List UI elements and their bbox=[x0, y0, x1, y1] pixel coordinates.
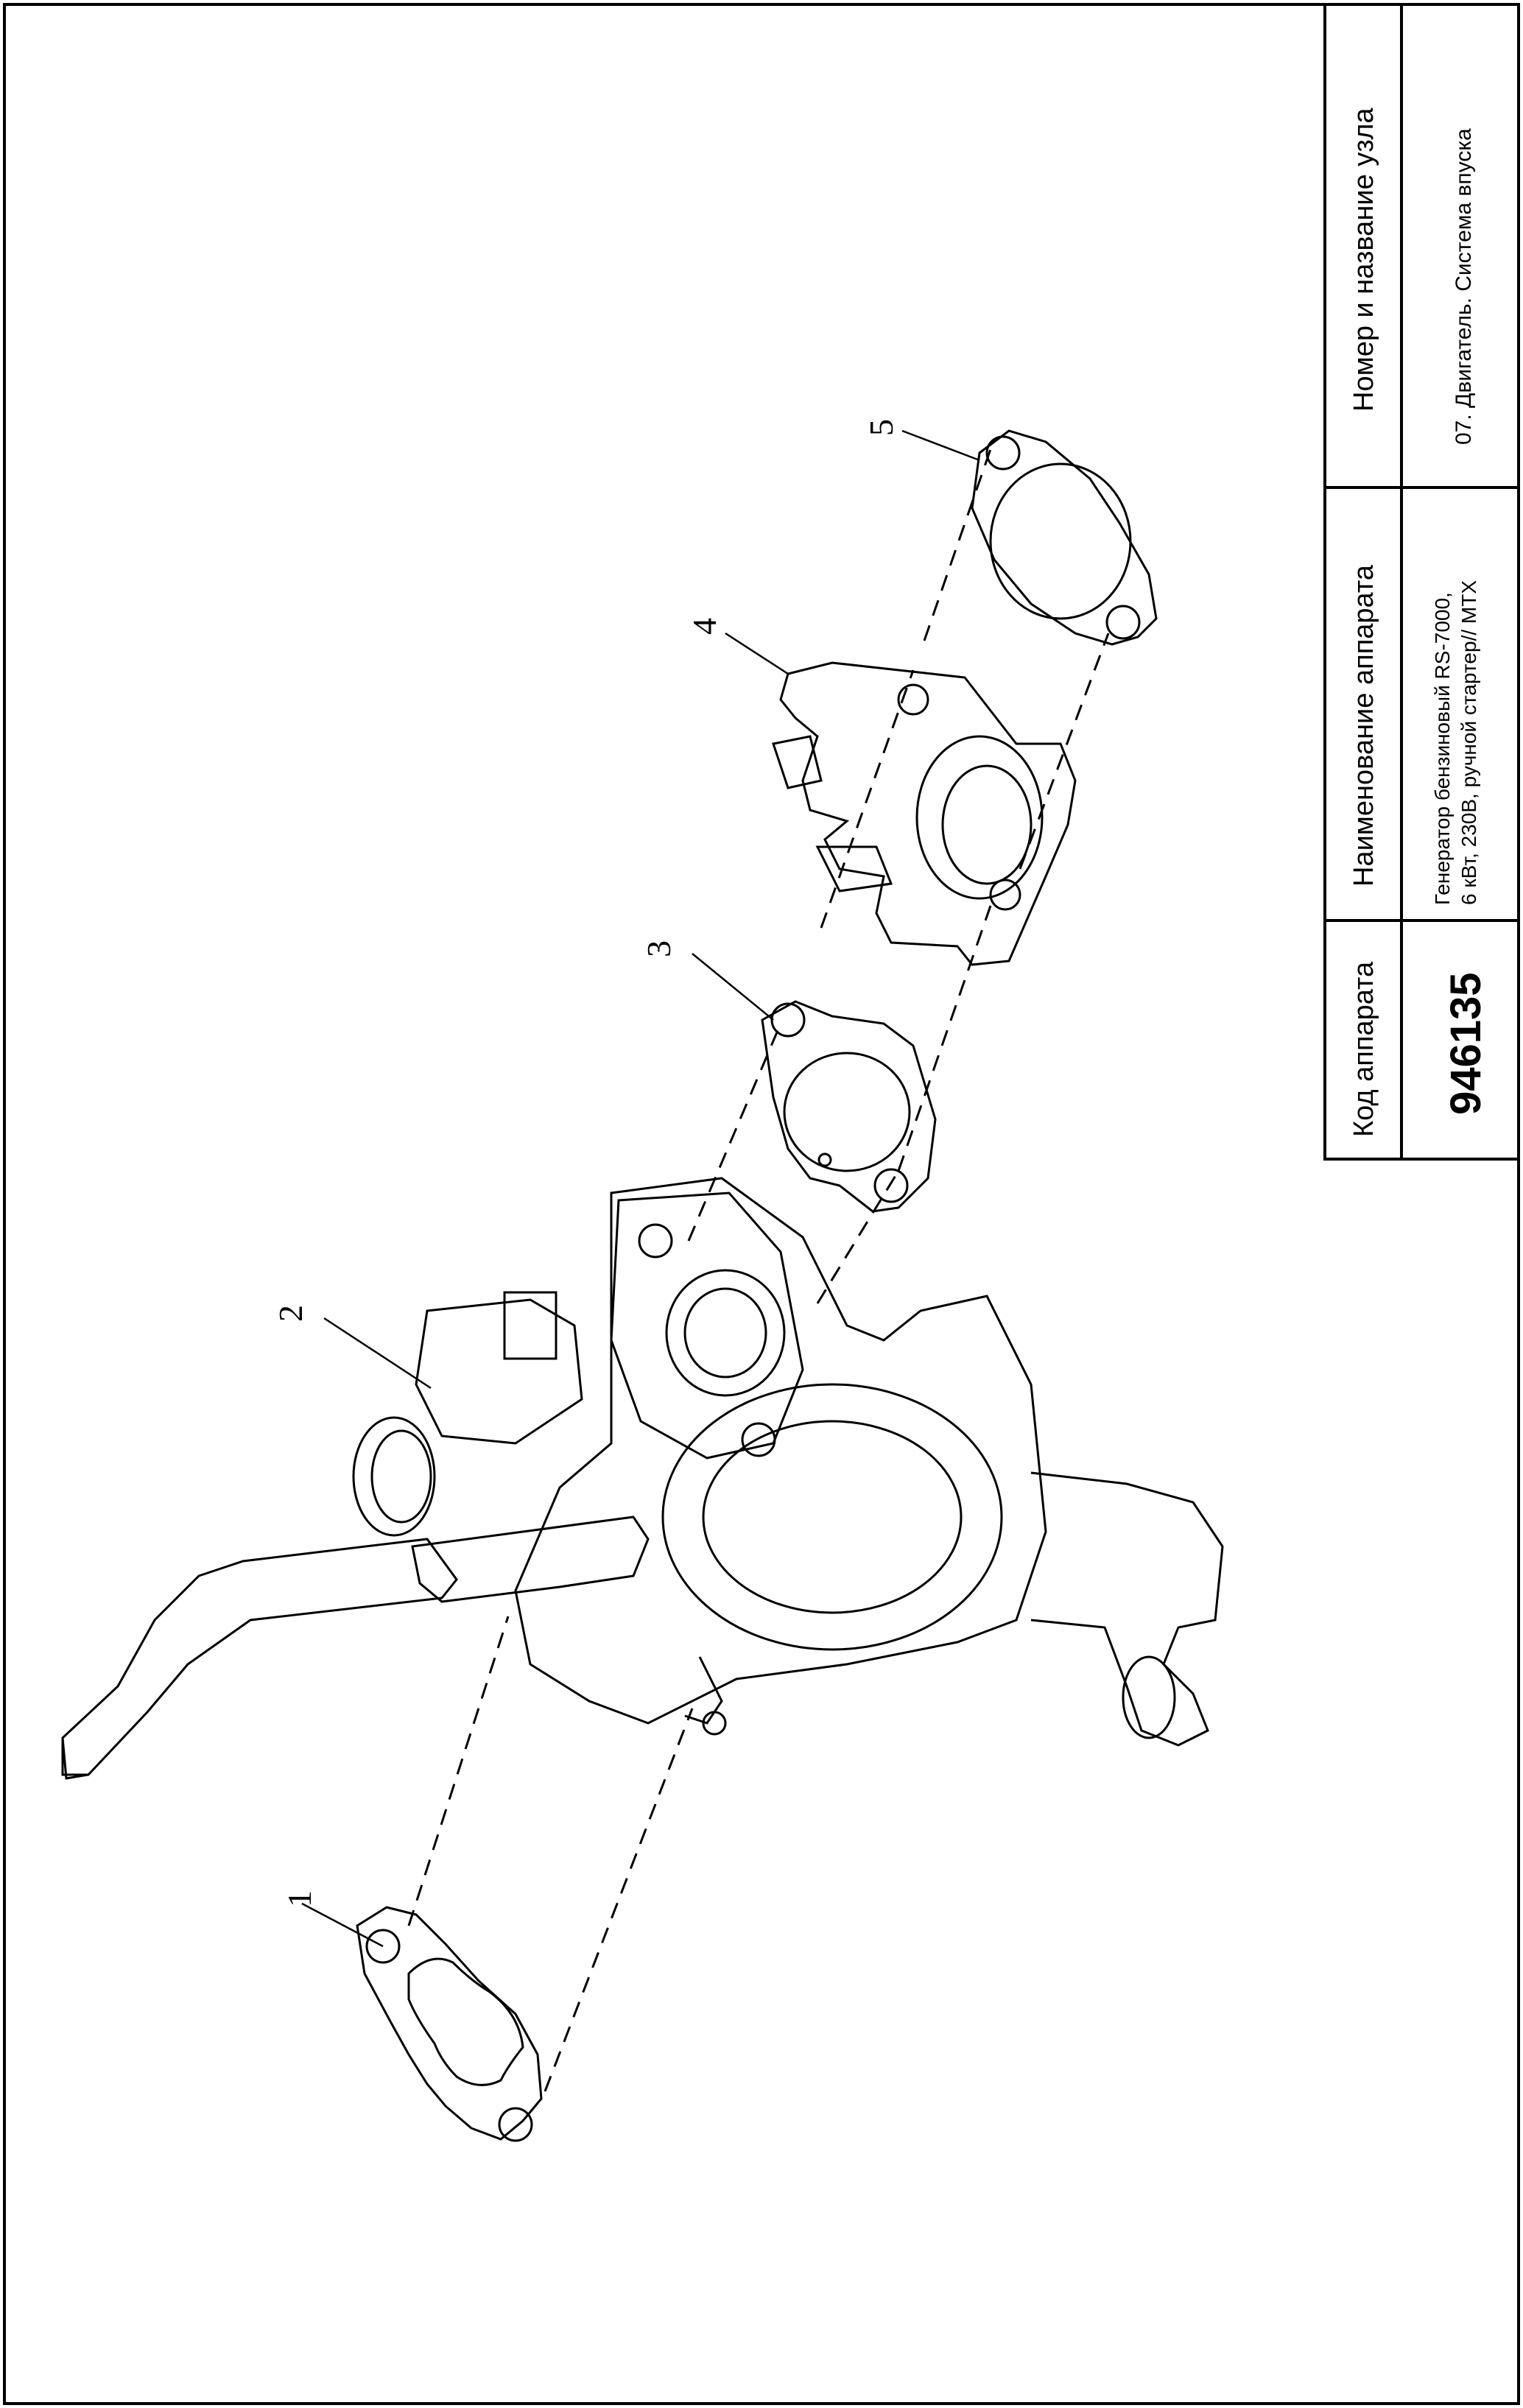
device-name-line-1: Генератор бензиновый RS-7000, bbox=[1431, 592, 1454, 905]
callout-4: 4 bbox=[686, 618, 723, 635]
row-divider bbox=[1326, 919, 1520, 922]
title-block-header-column bbox=[1326, 3, 1403, 1158]
callout-3: 3 bbox=[640, 940, 678, 957]
part-4-insulator bbox=[772, 661, 1077, 966]
callout-2: 2 bbox=[272, 1305, 309, 1322]
assembly-line-lower bbox=[544, 633, 1110, 2092]
part-1-gasket bbox=[356, 1906, 543, 2142]
name-header: Наименование аппарата bbox=[1348, 565, 1379, 887]
callout-leaders bbox=[301, 429, 980, 1948]
callout-1: 1 bbox=[281, 1890, 318, 1907]
device-code: 946135 bbox=[1442, 972, 1490, 1115]
assembly-line-upper bbox=[407, 448, 992, 1926]
code-header: Код аппарата bbox=[1348, 961, 1379, 1137]
node-header: Номер и название узла bbox=[1348, 108, 1379, 412]
row-divider bbox=[1326, 486, 1520, 489]
node-value: 07. Двигатель. Система впуска bbox=[1452, 128, 1476, 445]
part-3-gasket bbox=[761, 1000, 937, 1213]
part-5-gasket bbox=[971, 429, 1158, 646]
callout-5: 5 bbox=[862, 419, 900, 436]
title-block: Номер и название узла Наименование аппар… bbox=[1323, 3, 1520, 1161]
device-name-line-2: 6 кВт, 230В, ручной стартер// MTX bbox=[1457, 580, 1480, 905]
drawing-sheet bbox=[3, 3, 1520, 2405]
part-2-carburetor bbox=[61, 1177, 1224, 1780]
